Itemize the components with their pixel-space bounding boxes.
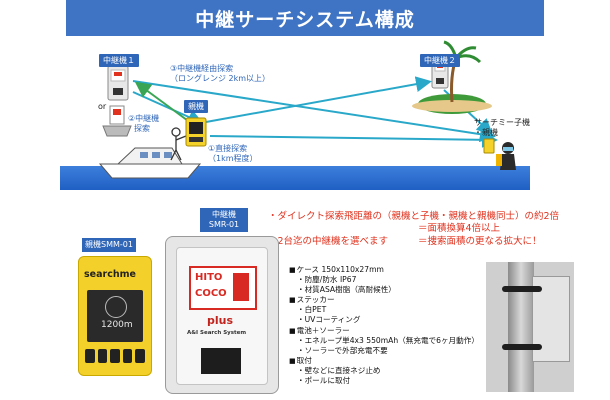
route-relay2-line-2: 探索 [134,124,150,133]
spec-item: ケース 150x110x27mm [289,265,479,275]
pole-mount-photo [486,262,574,392]
repeater-device-label-line-2: SMR-01 [208,220,240,229]
repeater2-icon [431,59,449,89]
button-icon [110,349,120,363]
green-arrow [134,81,196,127]
island-icon [412,40,492,114]
child-label-line-2: ・親機 [474,128,498,137]
route-relay2-line-1: ②中継機 [128,114,160,123]
button-icon [85,349,95,363]
relay-arrow-3 [205,76,432,123]
parent-label: 親機 [184,100,208,113]
child-label: サーチミー子機 ・親機 [474,118,530,138]
repeater-device-photo: HITO COCO plus A&I Search System [165,236,279,394]
child-device-icon [483,138,495,154]
route-direct-line-1: ①直接探索 [208,144,248,153]
device-subtitle: A&I Search System [187,330,247,336]
parent-device-label: 親機SMM-01 [82,238,136,252]
pole [508,262,534,392]
repeater2-label: 中継機２ [420,54,460,67]
parent-device-buttons [85,349,145,363]
spec-list: ケース 150x110x27mm ・防塵/防水 IP67 ・材質ASA樹脂（高耐… [289,265,479,386]
direct-arrow [209,131,498,148]
repeater-device-face: HITO COCO plus A&I Search System [176,247,268,385]
strap-bottom [502,344,542,350]
logo-arrow-icon [233,273,249,301]
spec-item: 取付 [289,356,479,366]
spec-item: ・壁などに直接ネジ止め [297,365,381,375]
spec-item: ・エネループ単4x3 550mAh（無充電で6ヶ月動作） [297,335,479,345]
spec-item: ・材質ASA樹脂（高耐候性） [297,285,396,295]
system-diagram: 中継機１ 中継機２ 親機 or ③中継機経由探索 （ロングレンジ 2km以上） … [0,36,610,206]
route-relay-line-2: （ロングレンジ 2km以上） [170,74,271,83]
child-label-line-1: サーチミー子機 [474,118,530,127]
person-with-repeater-icon [102,105,132,137]
button-icon [97,349,108,363]
parent-device-photo: searchme 1200m [78,256,152,376]
boat-icon [98,147,202,179]
route-relay2-text: ②中継機 探索 [128,114,159,134]
plus-text: plus [207,314,234,327]
repeater-device-label-line-1: 中継機 [212,210,236,219]
spec-item: 電池＋ソーラー [289,326,479,336]
or-text: or [98,102,107,111]
repeater-device-label: 中継機 SMR-01 [200,208,248,232]
logo-text-2: COCO [195,288,227,299]
spec-item: ・白PET [297,305,327,315]
diagram-canvas [60,40,530,190]
button-icon [135,349,145,363]
person-icon [170,127,187,161]
spec-item: ・ソーラーで外部充電不要 [297,345,388,355]
strap-top [502,286,542,292]
relay-arrow-2 [132,80,496,143]
note-line-4: ＝捜索面積の更なる拡大に！ [418,236,542,247]
spec-item: ・UVコーティング [297,315,361,325]
parent-device-brand: searchme [84,269,136,280]
parent-device-screen: 1200m [87,290,143,342]
button-icon [122,349,133,363]
note-line-2: ＝面積換算4倍以上 [418,223,501,234]
note-line-1: ・ダイレクト探索飛距離の（親機と子機・親機と親機同士）の約2倍 [268,211,560,222]
spec-item: ・ポールに取付 [297,376,351,386]
spec-item: ・防塵/防水 IP67 [297,275,357,285]
solar-panel [201,348,241,374]
hitococo-logo: HITO COCO [189,266,257,310]
route-direct-text: ①直接探索 （1km程度） [208,144,258,164]
note-line-3: ・2台迄の中継機を選べます [268,236,389,247]
parent-device-distance: 1200m [101,320,133,330]
repeater1-icon [107,65,129,101]
repeater1-label: 中継機１ [99,54,139,67]
route-relay-line-1: ③中継機経由探索 [170,64,234,73]
route-relay-text: ③中継機経由探索 （ロングレンジ 2km以上） [170,64,270,84]
compass-icon [105,296,127,318]
diver-icon [496,142,516,170]
parent-device-icon [185,117,207,147]
logo-text-1: HITO [195,272,223,283]
route-direct-line-2: （1km程度） [208,154,258,163]
spec-item: ステッカー [289,295,479,305]
page-title: 中継サーチシステム構成 [66,0,544,36]
